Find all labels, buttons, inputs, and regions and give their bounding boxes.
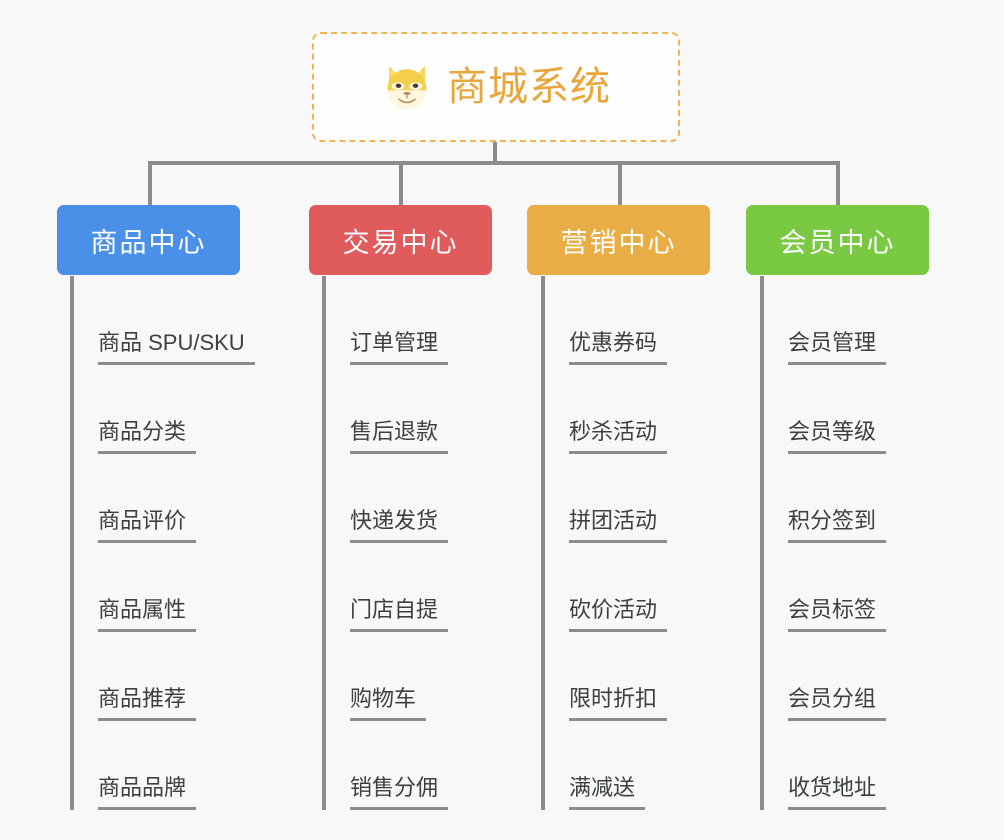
leaf-item-label: 商品分类 [98, 419, 197, 454]
leaf-item-label: 会员分组 [788, 686, 887, 721]
leaf-item[interactable]: 门店自提 [322, 543, 449, 632]
leaf-item-label: 优惠券码 [569, 330, 668, 365]
leaf-item[interactable]: 限时折扣 [541, 632, 668, 721]
leaf-item-label: 商品 SPU/SKU [98, 330, 255, 365]
leaf-item-label: 快递发货 [350, 508, 449, 543]
branch-header-3-label: 营销中心 [560, 227, 677, 258]
leaf-item-label: 销售分佣 [350, 775, 449, 810]
leaf-item[interactable]: 商品 SPU/SKU [70, 276, 255, 365]
leaf-column-3: 优惠券码 秒杀活动 拼团活动 砍价活动 限时折扣 满减送 [541, 276, 668, 810]
branch-header-1[interactable]: 商品中心 [57, 205, 240, 275]
leaf-item-label: 秒杀活动 [569, 419, 668, 454]
leaf-item-label: 收货地址 [788, 775, 887, 810]
root-node-title: 商城系统 [447, 65, 611, 109]
leaf-item[interactable]: 会员管理 [760, 276, 887, 365]
leaf-item-label: 商品推荐 [98, 686, 197, 721]
leaf-item[interactable]: 收货地址 [760, 721, 887, 810]
leaf-item[interactable]: 会员标签 [760, 543, 887, 632]
branch-header-3[interactable]: 营销中心 [527, 205, 710, 275]
leaf-item-label: 会员标签 [788, 597, 887, 632]
branch-header-2[interactable]: 交易中心 [309, 205, 492, 275]
leaf-item-label: 订单管理 [350, 330, 449, 365]
leaf-column-2: 订单管理 售后退款 快递发货 门店自提 购物车 销售分佣 [322, 276, 449, 810]
leaf-item[interactable]: 满减送 [541, 721, 667, 810]
leaf-item-label: 商品属性 [98, 597, 197, 632]
connector-horizontal-bus [150, 161, 838, 165]
connector-drop-4 [836, 161, 840, 205]
leaf-item[interactable]: 商品评价 [70, 454, 255, 543]
leaf-item[interactable]: 积分签到 [760, 454, 887, 543]
leaf-item[interactable]: 商品分类 [70, 365, 255, 454]
leaf-item[interactable]: 购物车 [322, 632, 448, 721]
leaf-item[interactable]: 会员等级 [760, 365, 887, 454]
connector-drop-1 [148, 161, 152, 205]
leaf-item-label: 购物车 [350, 686, 427, 721]
leaf-item-label: 售后退款 [350, 419, 449, 454]
leaf-item[interactable]: 会员分组 [760, 632, 887, 721]
leaf-item[interactable]: 销售分佣 [322, 721, 449, 810]
root-node[interactable]: 商城系统 [312, 32, 680, 142]
connector-drop-2 [399, 161, 403, 205]
leaf-item[interactable]: 砍价活动 [541, 543, 668, 632]
leaf-item-label: 商品评价 [98, 508, 197, 543]
leaf-item-label: 限时折扣 [569, 686, 668, 721]
branch-header-2-label: 交易中心 [342, 227, 459, 258]
leaf-item[interactable]: 快递发货 [322, 454, 449, 543]
leaf-item[interactable]: 优惠券码 [541, 276, 668, 365]
leaf-item[interactable]: 秒杀活动 [541, 365, 668, 454]
connector-drop-3 [618, 161, 622, 205]
leaf-spine-3 [541, 276, 545, 810]
leaf-item[interactable]: 商品推荐 [70, 632, 255, 721]
leaf-column-1: 商品 SPU/SKU 商品分类 商品评价 商品属性 商品推荐 商品品牌 [70, 276, 255, 810]
leaf-item-label: 会员管理 [788, 330, 887, 365]
leaf-column-4: 会员管理 会员等级 积分签到 会员标签 会员分组 收货地址 [760, 276, 887, 810]
branch-header-4[interactable]: 会员中心 [746, 205, 929, 275]
root-node-content: 商城系统 [381, 61, 611, 113]
connector-root-stem [493, 142, 497, 164]
leaf-item-label: 商品品牌 [98, 775, 197, 810]
leaf-item[interactable]: 售后退款 [322, 365, 449, 454]
leaf-item[interactable]: 拼团活动 [541, 454, 668, 543]
leaf-item[interactable]: 商品品牌 [70, 721, 255, 810]
leaf-item-label: 会员等级 [788, 419, 887, 454]
leaf-item-label: 拼团活动 [569, 508, 668, 543]
leaf-spine-1 [70, 276, 74, 810]
branch-header-1-label: 商品中心 [90, 227, 207, 258]
leaf-item-label: 满减送 [569, 775, 646, 810]
leaf-item[interactable]: 订单管理 [322, 276, 449, 365]
leaf-item-label: 门店自提 [350, 597, 449, 632]
leaf-item-label: 砍价活动 [569, 597, 668, 632]
leaf-item[interactable]: 商品属性 [70, 543, 255, 632]
shiba-inu-dog-face-icon [387, 65, 427, 110]
leaf-spine-4 [760, 276, 764, 810]
leaf-item-label: 积分签到 [788, 508, 887, 543]
leaf-spine-2 [322, 276, 326, 810]
branch-header-4-label: 会员中心 [779, 227, 896, 258]
